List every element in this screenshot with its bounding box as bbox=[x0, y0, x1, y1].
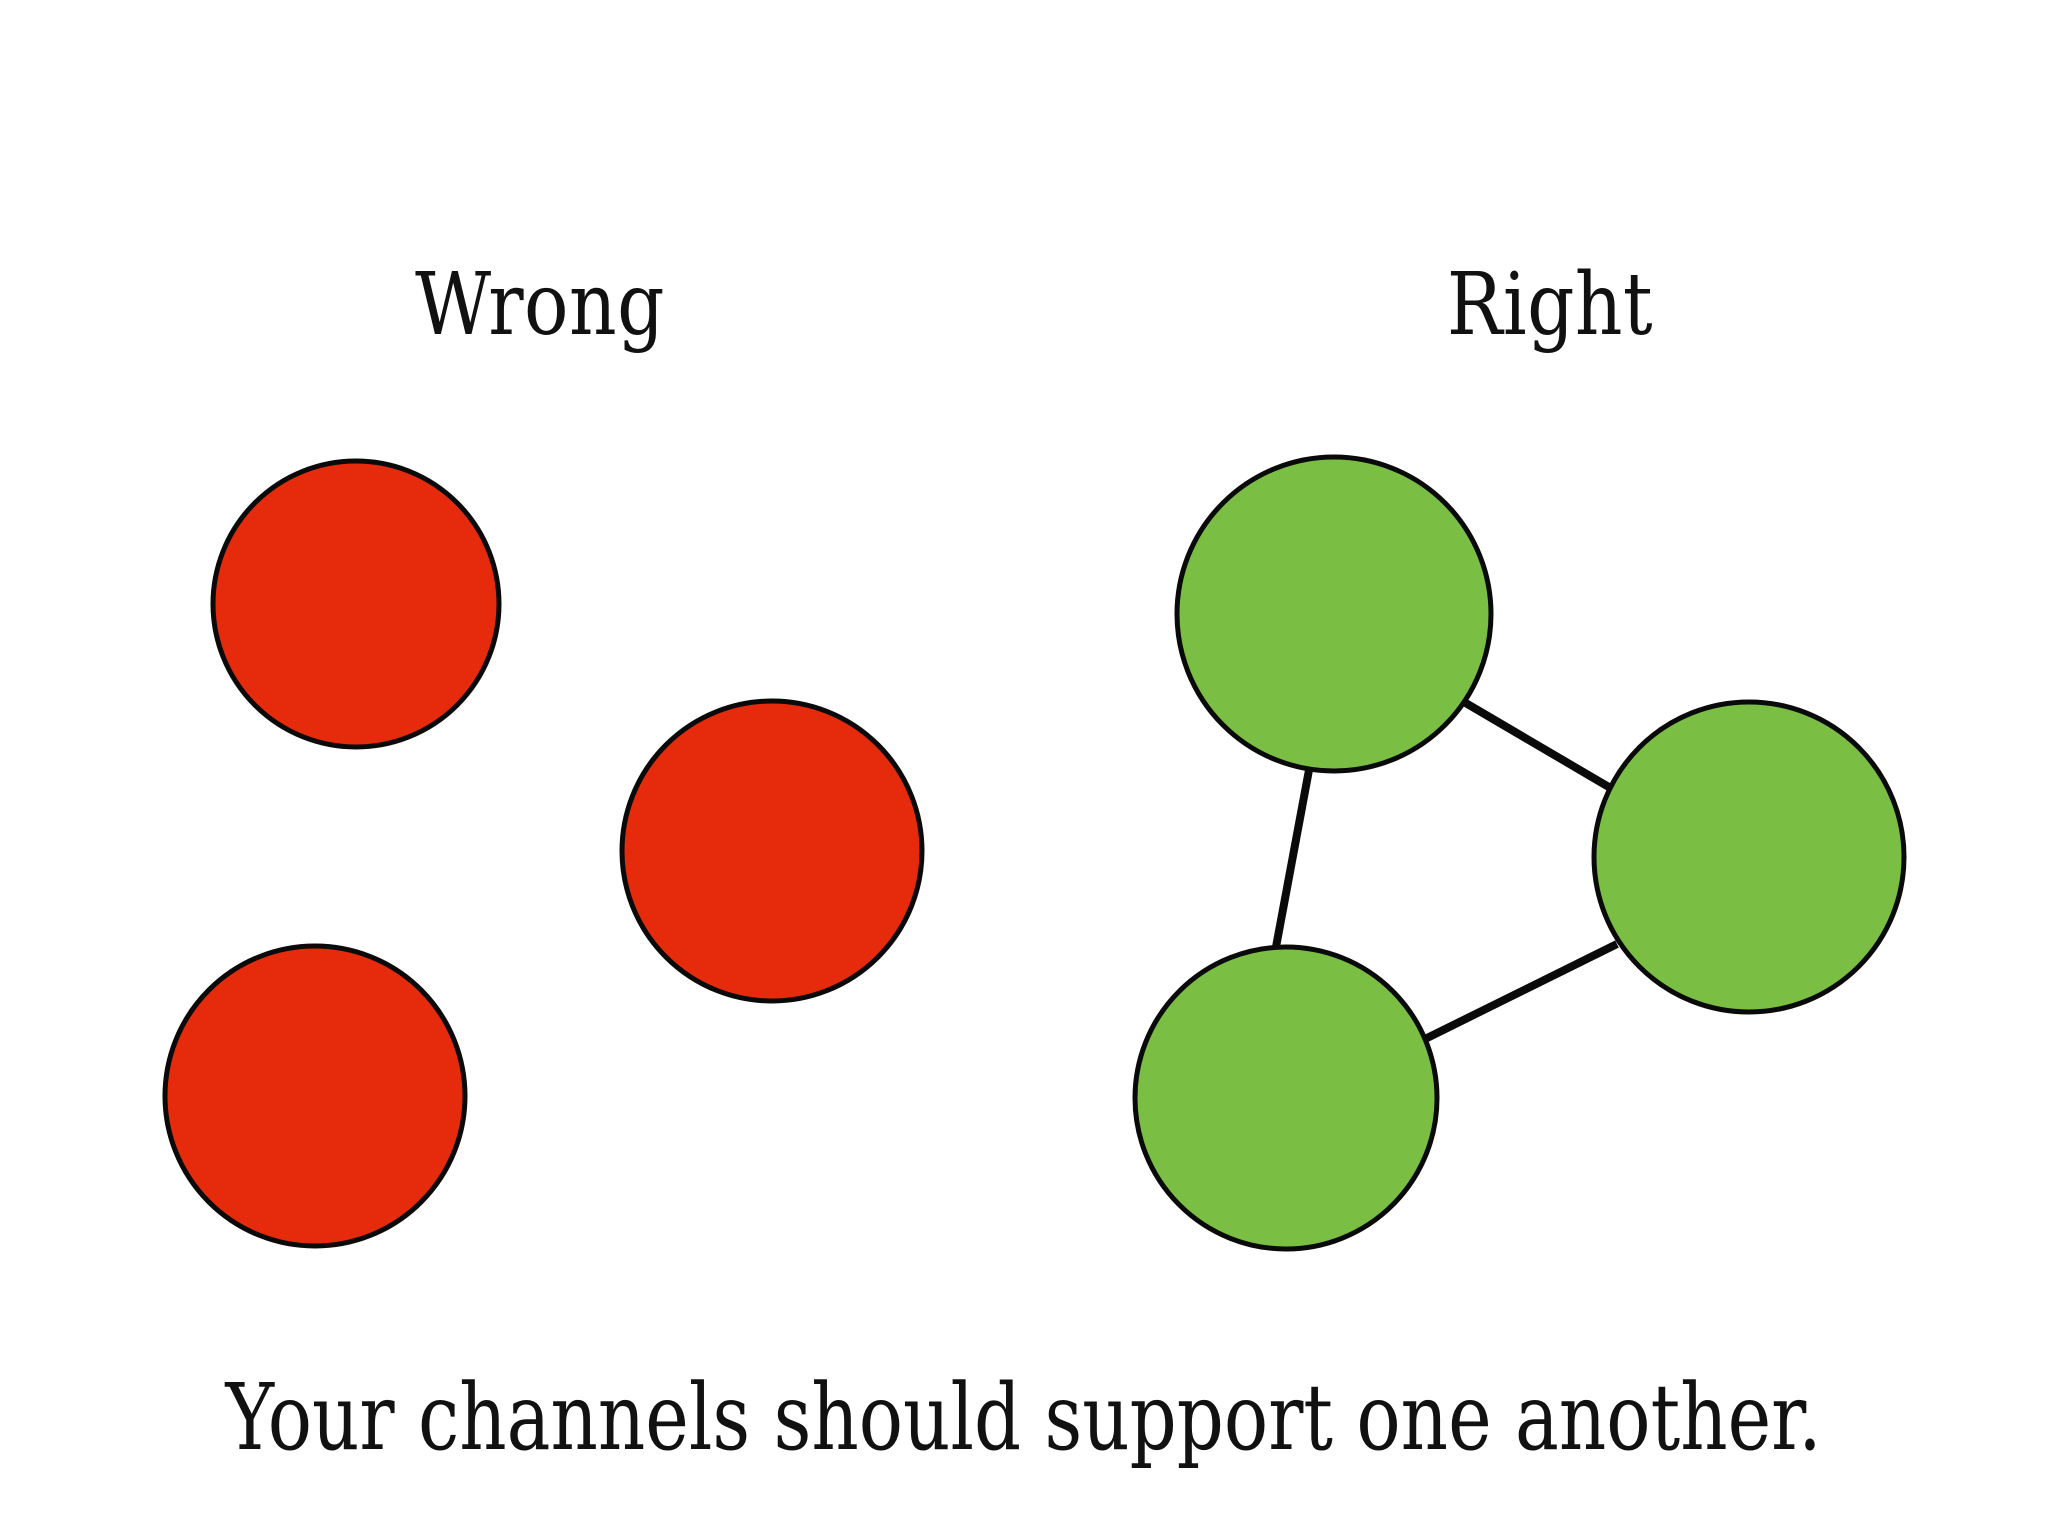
slide-caption-text: Your channels should support one another… bbox=[225, 1364, 1823, 1471]
edge-top-to-right bbox=[1461, 698, 1622, 797]
edge-bottom-to-right bbox=[1417, 940, 1619, 1046]
right-node-1[interactable] bbox=[1174, 454, 1494, 774]
right-node-2[interactable] bbox=[1591, 699, 1907, 1015]
wrong-node-3[interactable] bbox=[162, 943, 468, 1249]
right-cluster-edges bbox=[1272, 698, 1622, 1046]
wrong-node-1[interactable] bbox=[210, 458, 502, 750]
right-node-3[interactable] bbox=[1132, 944, 1440, 1252]
panel-title-right: Right bbox=[1446, 255, 1654, 355]
slide-caption: Your channels should support one another… bbox=[0, 1364, 2048, 1471]
panel-title-wrong: Wrong bbox=[415, 255, 665, 355]
wrong-node-2[interactable] bbox=[619, 698, 925, 1004]
right-cluster bbox=[1132, 454, 1907, 1252]
wrong-cluster bbox=[162, 458, 925, 1249]
edge-top-to-bottom bbox=[1272, 769, 1313, 948]
